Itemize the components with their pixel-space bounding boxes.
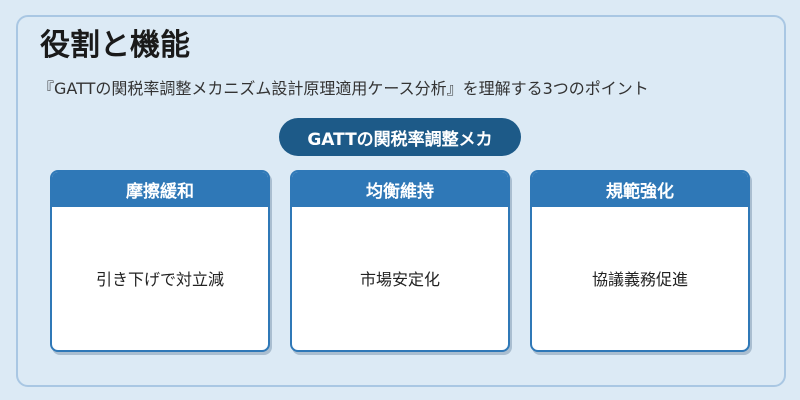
point-card-heading: 摩擦緩和 <box>126 182 194 202</box>
diagram-subtitle: 『GATTの関税率調整メカニズム設計原理適用ケース分析』を理解する3つのポイント <box>38 79 649 98</box>
point-card-2: 均衡維持 市場安定化 <box>290 170 510 352</box>
point-card-header: 均衡維持 <box>292 172 508 207</box>
point-card-3: 規範強化 協議義務促進 <box>530 170 750 352</box>
point-card-header: 摩擦緩和 <box>52 172 268 207</box>
point-card-heading: 均衡維持 <box>366 182 434 202</box>
point-card-body: 引き下げで対立減 <box>52 207 268 348</box>
point-card-body: 市場安定化 <box>292 207 508 348</box>
point-card-1: 摩擦緩和 引き下げで対立減 <box>50 170 270 352</box>
point-card-body: 協議義務促進 <box>532 207 748 348</box>
point-card-text: 引き下げで対立減 <box>95 269 224 289</box>
point-card-text: 市場安定化 <box>359 269 440 289</box>
point-card-heading: 規範強化 <box>606 182 674 202</box>
central-topic-pill: GATTの関税率調整メカ <box>279 118 521 156</box>
point-card-header: 規範強化 <box>532 172 748 207</box>
diagram-title: 役割と機能 <box>40 28 190 63</box>
central-topic-label: GATTの関税率調整メカ <box>307 129 493 150</box>
point-card-text: 協議義務促進 <box>591 269 688 289</box>
